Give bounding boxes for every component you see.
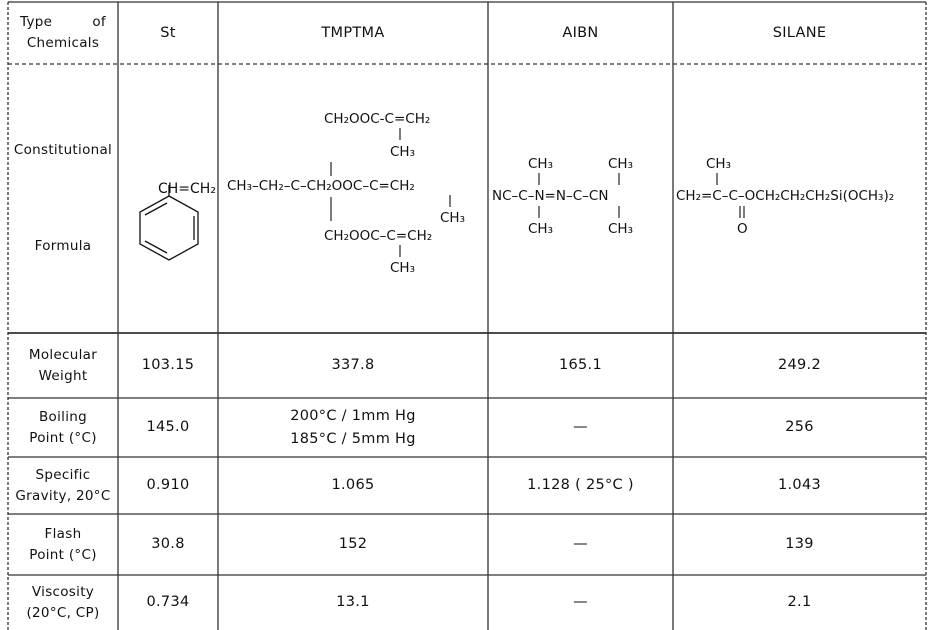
tmptma-top-group: CH₂OOC‑C=CH₂ <box>324 111 430 127</box>
cell-text: 1.043 <box>777 477 821 494</box>
table-cell-st: 0.734 <box>118 575 218 630</box>
row-label-constitutional-formula: Constitutional Formula <box>8 64 118 333</box>
cell-text: Boiling <box>39 408 87 425</box>
header-word-of: of <box>92 14 106 31</box>
cell-text: Point (°C) <box>29 429 97 446</box>
header-type-line: Type of <box>10 12 116 33</box>
cell-text: 337.8 <box>331 357 375 374</box>
tmptma-bottom-methyl: CH₃ <box>390 260 415 276</box>
header-tmptma-label: TMPTMA <box>321 24 385 41</box>
aibn-chain: NC–C–N=N–C–CN <box>492 188 608 204</box>
header-type-of-chemicals: Type of Chemicals <box>10 4 116 62</box>
header-silane: SILANE <box>673 2 926 64</box>
header-aibn: AIBN <box>488 2 673 64</box>
cell-text: 200°C / 1mm Hg <box>290 408 416 425</box>
cell-text: — <box>573 419 588 436</box>
table-cell-tmptma: 200°C / 1mm Hg 185°C / 5mm Hg <box>218 398 488 457</box>
aibn-methyl-top-left: CH₃ <box>528 156 553 172</box>
label-formula: Formula <box>34 238 92 255</box>
table-cell-aibn: 165.1 <box>488 333 673 398</box>
header-silane-label: SILANE <box>772 24 827 41</box>
table-cell-silane: 139 <box>673 514 926 575</box>
label-constitutional: Constitutional <box>13 141 113 158</box>
cell-text: 30.8 <box>151 536 185 553</box>
table-cell-tmptma: 1.065 <box>218 457 488 514</box>
cell-text: Flash <box>44 525 82 542</box>
table-cell-st: 103.15 <box>118 333 218 398</box>
silane-methyl-top: CH₃ <box>706 156 731 172</box>
aibn-methyl-bottom-left: CH₃ <box>528 221 553 237</box>
header-st: St <box>118 2 218 64</box>
cell-text: Specific <box>35 466 91 483</box>
cell-text: Point (°C) <box>29 546 97 563</box>
cell-text: — <box>573 536 588 553</box>
table-cell-aibn: — <box>488 514 673 575</box>
cell-text: 1.128 ( 25°C ) <box>527 477 634 494</box>
tmptma-main-chain: CH₃–CH₂–C–CH₂OOC–C=CH₂ <box>227 178 415 194</box>
table-cell-tmptma: 337.8 <box>218 333 488 398</box>
cell-text: 2.1 <box>787 594 812 611</box>
silane-structure: CH₃ CH₂=C–C–OCH₂CH₂CH₂Si(OCH₃)₂ O <box>676 156 894 237</box>
header-st-label: St <box>160 24 176 41</box>
cell-text: 1.065 <box>331 477 375 494</box>
table-cell-st: 145.0 <box>118 398 218 457</box>
cell-text: 0.910 <box>146 477 190 494</box>
silane-chain: CH₂=C–C–OCH₂CH₂CH₂Si(OCH₃)₂ <box>676 188 894 204</box>
table-cell-tmptma: 13.1 <box>218 575 488 630</box>
cell-text: 0.734 <box>146 594 190 611</box>
table-cell-silane: 2.1 <box>673 575 926 630</box>
cell-text: 139 <box>785 536 814 553</box>
cell-text: Viscosity <box>31 583 95 600</box>
aibn-structure: CH₃ CH₃ NC–C–N=N–C–CN CH₃ CH₃ <box>492 156 633 237</box>
tmptma-mid-methyl: CH₃ <box>440 210 465 226</box>
header-tmptma: TMPTMA <box>218 2 488 64</box>
styrene-structure: CH=CH₂ <box>139 181 216 261</box>
cell-text: Weight <box>38 367 88 384</box>
cell-text: 13.1 <box>336 594 370 611</box>
styrene-vinyl-group: CH=CH₂ <box>158 181 216 197</box>
cell-text: 152 <box>338 536 368 553</box>
aibn-methyl-top-right: CH₃ <box>608 156 633 172</box>
table-cell-aibn: — <box>488 398 673 457</box>
cell-text: 103.15 <box>141 357 195 374</box>
row-label: Viscosity (20°C, CP) <box>8 575 118 630</box>
tmptma-top-methyl: CH₃ <box>390 144 415 160</box>
cell-text: 145.0 <box>146 419 190 436</box>
table-cell-tmptma: 152 <box>218 514 488 575</box>
header-aibn-label: AIBN <box>562 24 599 41</box>
header-word-type: Type <box>20 14 53 31</box>
table-cell-aibn: — <box>488 575 673 630</box>
benzene-ring-icon <box>139 185 199 261</box>
cell-text: 249.2 <box>777 357 821 374</box>
table-cell-st: 30.8 <box>118 514 218 575</box>
table-cell-aibn: 1.128 ( 25°C ) <box>488 457 673 514</box>
cell-text: — <box>573 594 588 611</box>
tmptma-bottom-group: CH₂OOC–C=CH₂ <box>324 228 432 244</box>
table-cell-silane: 256 <box>673 398 926 457</box>
aibn-methyl-bottom-right: CH₃ <box>608 221 633 237</box>
cell-text: 185°C / 5mm Hg <box>290 430 416 447</box>
cell-text: 165.1 <box>558 357 602 374</box>
cell-text: 256 <box>785 419 814 436</box>
cell-text: Gravity, 20°C <box>15 487 111 504</box>
silane-carbonyl-oxygen: O <box>737 221 748 237</box>
table-cell-silane: 249.2 <box>673 333 926 398</box>
table-cell-silane: 1.043 <box>673 457 926 514</box>
tmptma-structure: CH₂OOC‑C=CH₂ CH₃ CH₃–CH₂–C–CH₂OOC–C=CH₂ … <box>227 111 465 276</box>
table-cell-st: 0.910 <box>118 457 218 514</box>
cell-text: (20°C, CP) <box>26 604 100 621</box>
cell-text: Molecular <box>28 346 98 363</box>
header-word-chemicals: Chemicals <box>26 35 100 51</box>
